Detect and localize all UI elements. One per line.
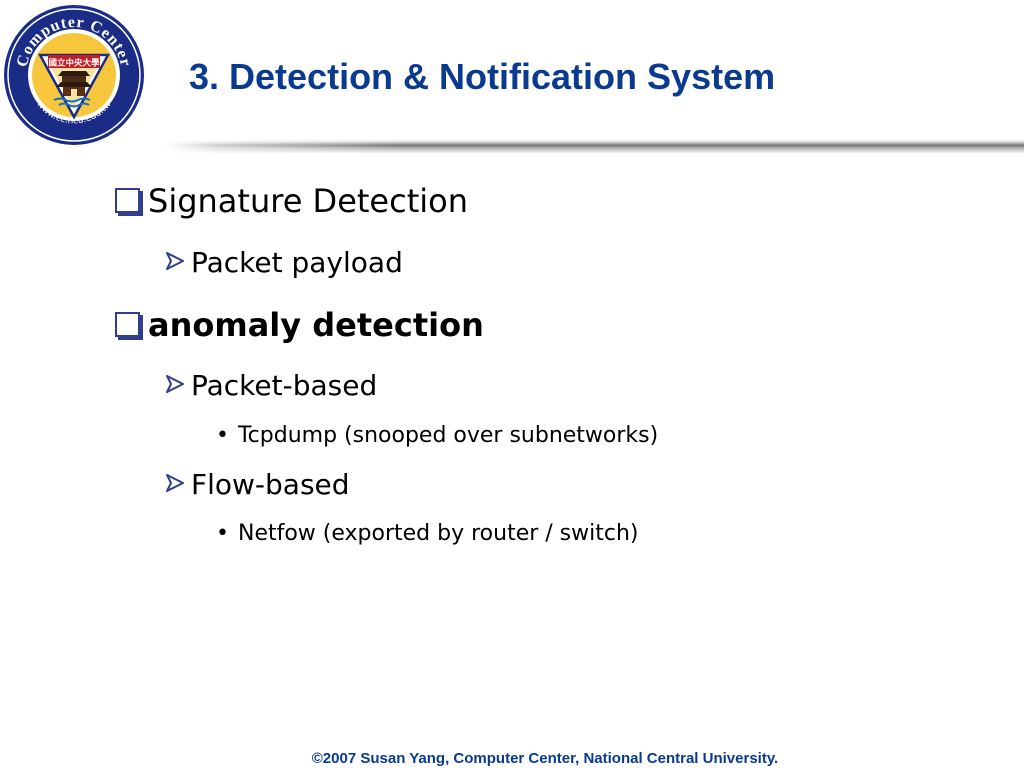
list-item-label: Packet payload bbox=[191, 246, 403, 279]
arrow-bullet-icon bbox=[166, 375, 184, 393]
list-item-label: Netfow (exported by router / switch) bbox=[237, 521, 639, 546]
list-item: Packet-based bbox=[165, 368, 377, 404]
list-item: Flow-based bbox=[165, 467, 350, 503]
footer-copyright: ©2007 Susan Yang, Computer Center, Natio… bbox=[311, 750, 779, 767]
checkbox-bullet-icon bbox=[115, 188, 140, 213]
pagoda-icon bbox=[56, 71, 92, 96]
slide-title: 3. Detection & Notification System bbox=[189, 56, 776, 97]
list-item: • Tcpdump (snooped over subnetworks) bbox=[216, 421, 658, 451]
list-item-label: Signature Detection bbox=[148, 182, 468, 220]
list-item-label: Packet-based bbox=[191, 369, 378, 402]
list-item: • Netfow (exported by router / switch) bbox=[216, 519, 639, 549]
checkbox-bullet-icon bbox=[115, 312, 140, 337]
list-item-label: Tcpdump (snooped over subnetworks) bbox=[237, 423, 659, 448]
arrow-bullet-icon bbox=[166, 474, 184, 492]
dot-bullet-icon: • bbox=[216, 423, 229, 448]
list-item-label: anomaly detection bbox=[148, 306, 484, 344]
title-divider bbox=[165, 139, 1024, 153]
list-item: anomaly detection bbox=[115, 305, 484, 345]
computer-center-logo: Computer Center www.cc.ncu.edu.tw 國立中央大學 bbox=[4, 5, 144, 145]
arrow-bullet-icon bbox=[166, 252, 184, 270]
list-item: Signature Detection bbox=[115, 181, 468, 221]
list-item: Packet payload bbox=[165, 245, 403, 281]
dot-bullet-icon: • bbox=[216, 521, 229, 546]
logo-seal-text: 國立中央大學 bbox=[48, 58, 100, 69]
list-item-label: Flow-based bbox=[191, 468, 350, 501]
